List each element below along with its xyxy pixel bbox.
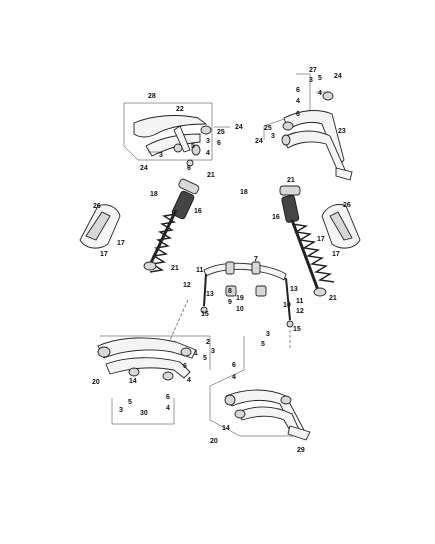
callout-4: 4: [187, 377, 191, 384]
callout-10: 10: [236, 306, 244, 313]
shock-absorber-right: [279, 185, 335, 297]
callout-3: 3: [211, 348, 215, 355]
upper-a-arm-left-assembly: [123, 102, 230, 167]
callout-17: 17: [100, 251, 108, 258]
callout-5: 5: [261, 341, 265, 348]
callout-2: 2: [206, 339, 210, 346]
callout-13: 13: [206, 291, 214, 298]
callout-26: 26: [93, 203, 101, 210]
callout-16: 16: [194, 208, 202, 215]
callout-18: 18: [150, 191, 158, 198]
callout-6: 6: [296, 87, 300, 94]
callout-19: 19: [236, 295, 244, 302]
callout-26: 26: [343, 202, 351, 209]
callout-4: 4: [166, 405, 170, 412]
callout-16: 16: [272, 214, 280, 221]
callout-6: 6: [217, 140, 221, 147]
callout-3: 3: [206, 138, 210, 145]
callout-24: 24: [235, 124, 243, 131]
callout-3: 3: [309, 77, 313, 84]
callout-18: 18: [240, 189, 248, 196]
lower-a-arm-right-assembly: [209, 336, 311, 441]
callout-8: 8: [228, 288, 232, 295]
callout-11: 11: [196, 267, 204, 274]
callout-4: 4: [232, 374, 236, 381]
callout-1: 1: [194, 350, 198, 357]
callout-12: 12: [183, 282, 191, 289]
mud-guard-right: [321, 204, 361, 249]
callout-14: 14: [129, 378, 137, 385]
callout-21: 21: [171, 265, 179, 272]
callout-4: 4: [296, 98, 300, 105]
callout-29: 29: [297, 447, 305, 454]
callout-17: 17: [332, 251, 340, 258]
callout-10: 10: [283, 302, 291, 309]
callout-15: 15: [201, 311, 209, 318]
callout-3: 3: [159, 152, 163, 159]
callout-5: 5: [191, 143, 195, 150]
callout-15: 15: [293, 326, 301, 333]
callout-3: 3: [271, 133, 275, 140]
callout-24: 24: [140, 165, 148, 172]
callout-7: 7: [254, 256, 258, 263]
callout-4: 4: [318, 90, 322, 97]
callout-14: 14: [222, 425, 230, 432]
callout-6: 6: [166, 394, 170, 401]
callout-17: 17: [317, 236, 325, 243]
upper-a-arm-right-assembly: [263, 73, 353, 181]
callout-21: 21: [287, 177, 295, 184]
callout-12: 12: [296, 308, 304, 315]
callout-3: 3: [266, 331, 270, 338]
callout-20: 20: [210, 438, 218, 445]
callout-5: 5: [128, 399, 132, 406]
shock-absorber-left: [143, 178, 200, 273]
callout-28: 28: [148, 93, 156, 100]
callout-20: 20: [92, 379, 100, 386]
callout-6: 6: [187, 165, 191, 172]
callout-9: 9: [228, 299, 232, 306]
callout-6: 6: [296, 111, 300, 118]
callout-5: 5: [203, 355, 207, 362]
callout-21: 21: [207, 172, 215, 179]
callout-5: 5: [318, 75, 322, 82]
callout-24: 24: [334, 73, 342, 80]
callout-24: 24: [255, 138, 263, 145]
callout-25: 25: [264, 125, 272, 132]
callout-3: 3: [119, 407, 123, 414]
callout-30: 30: [140, 410, 148, 417]
callout-6: 6: [232, 362, 236, 369]
mud-guard-left: [79, 204, 121, 249]
lower-a-arm-left-assembly: [97, 335, 211, 425]
callout-25: 25: [217, 129, 225, 136]
callout-23: 23: [338, 128, 346, 135]
callout-27: 27: [309, 67, 317, 74]
callout-11: 11: [296, 298, 304, 305]
callout-22: 22: [176, 106, 184, 113]
stabilizer-bar-assembly: [169, 261, 294, 350]
callout-17: 17: [117, 240, 125, 247]
callout-13: 13: [290, 286, 298, 293]
callout-21: 21: [329, 295, 337, 302]
callout-6: 6: [183, 363, 187, 370]
callout-4: 4: [206, 150, 210, 157]
